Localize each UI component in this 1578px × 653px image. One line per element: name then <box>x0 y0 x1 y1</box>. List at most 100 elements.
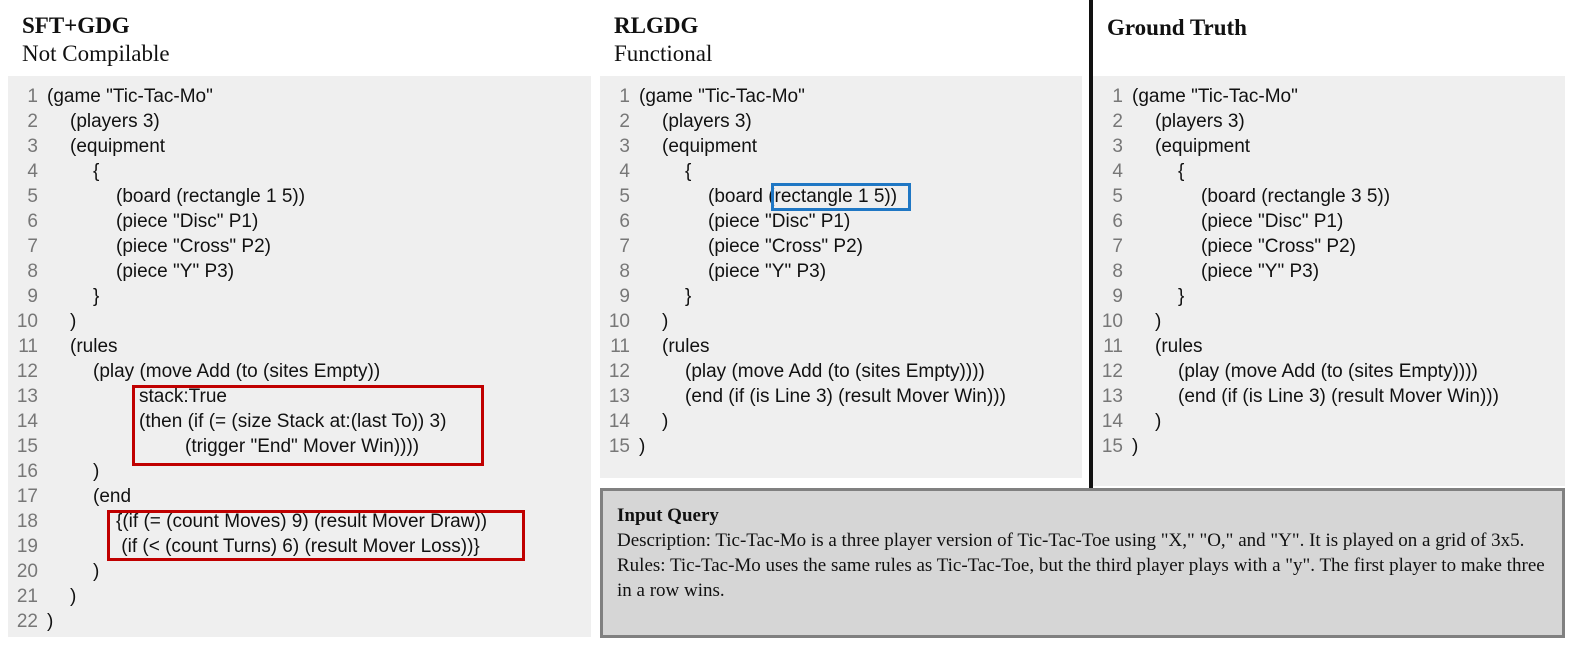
line-number: 13 <box>1101 386 1123 407</box>
code-text: ) <box>662 411 669 432</box>
line-number: 4 <box>619 161 630 182</box>
code-text: ) <box>1132 436 1139 457</box>
line-number: 4 <box>27 161 38 182</box>
input-query-description: Description: Tic-Tac-Mo is a three playe… <box>617 530 1525 551</box>
code-line: 21) <box>8 584 591 609</box>
code-line: 14) <box>1093 409 1565 434</box>
code-line: 5 (board (rectangle 1 5)) <box>8 184 591 209</box>
line-number: 3 <box>1112 136 1123 157</box>
code-line: 11(rules <box>1093 334 1565 359</box>
code-line: 6 (piece "Disc" P1) <box>1093 209 1565 234</box>
code-text: (piece "Y" P3) <box>1201 261 1320 282</box>
code-line: 10) <box>8 309 591 334</box>
line-number: 4 <box>1112 161 1123 182</box>
line-number: 20 <box>16 561 38 582</box>
line-number: 9 <box>619 286 630 307</box>
code-text: (piece "Y" P3) <box>708 261 827 282</box>
code-line: 10) <box>600 309 1082 334</box>
code-line: 5(board (rectangle 1 5)) <box>600 184 1082 209</box>
sft-gdg-code-panel: 1(game "Tic-Tac-Mo"2(players 3)3 (equipme… <box>8 76 591 637</box>
code-text: (board (rectangle 1 5)) <box>116 186 306 207</box>
code-line: 4{ <box>8 159 591 184</box>
error-box-end-conditions <box>107 510 525 561</box>
code-text: (piece "Disc" P1) <box>1201 211 1344 232</box>
line-number: 6 <box>1112 211 1123 232</box>
line-number: 2 <box>27 111 38 132</box>
code-text: (piece "Disc" P1) <box>116 211 259 232</box>
code-line: 17 (end <box>8 484 591 509</box>
code-line: 7(piece "Cross" P2) <box>1093 234 1565 259</box>
code-text: (play (move Add (to (sites Empty)))) <box>1178 361 1478 382</box>
code-line: 3 (equipment <box>8 134 591 159</box>
code-text: { <box>685 161 692 182</box>
code-line: 9} <box>8 284 591 309</box>
line-number: 18 <box>16 511 38 532</box>
code-text: (then (if (= (size Stack at:(last To)) 3… <box>139 411 447 432</box>
code-line: 4{ <box>1093 159 1565 184</box>
code-text: stack:True <box>139 386 227 407</box>
code-text: (trigger "End" Mover Win)))) <box>185 436 420 457</box>
code-text: ) <box>93 461 100 482</box>
code-text: { <box>93 161 100 182</box>
input-query-rules: Rules: Tic-Tac-Mo uses the same rules as… <box>617 555 1545 601</box>
code-text: {(if (= (count Moves) 9) (result Mover D… <box>116 511 488 532</box>
ground-truth-header: Ground Truth <box>1107 14 1247 42</box>
code-line: 16) <box>8 459 591 484</box>
code-line: 8 (piece "Y" P3) <box>600 259 1082 284</box>
line-number: 16 <box>16 461 38 482</box>
code-text: ) <box>639 436 646 457</box>
line-number: 5 <box>27 186 38 207</box>
line-number: 3 <box>619 136 630 157</box>
line-number: 13 <box>16 386 38 407</box>
code-text: (equipment <box>70 136 166 157</box>
code-line: 1(game "Tic-Tac-Mo" <box>8 84 591 109</box>
code-text: (end (if (is Line 3) (result Mover Win))… <box>1178 386 1499 407</box>
line-number: 15 <box>608 436 630 457</box>
sft-gdg-subtitle: Not Compilable <box>22 41 170 66</box>
line-number: 15 <box>16 436 38 457</box>
code-line: 2(players 3) <box>8 109 591 134</box>
line-number: 3 <box>27 136 38 157</box>
code-text: ) <box>1155 311 1162 332</box>
line-number: 1 <box>1112 86 1123 107</box>
line-number: 19 <box>16 536 38 557</box>
line-number: 1 <box>619 86 630 107</box>
code-line: 13 stack:True <box>8 384 591 409</box>
code-text: (end (if (is Line 3) (result Mover Win))… <box>685 386 1006 407</box>
line-number: 10 <box>16 311 38 332</box>
code-text: (end <box>93 486 132 507</box>
ground-truth-title: Ground Truth <box>1107 15 1247 40</box>
code-line: 7 (piece "Cross" P2) <box>600 234 1082 259</box>
code-line: 20) <box>8 559 591 584</box>
code-text: (rules <box>70 336 118 357</box>
code-text: (players 3) <box>1155 111 1245 132</box>
code-text: ) <box>662 311 669 332</box>
code-text: } <box>685 286 692 307</box>
line-number: 8 <box>619 261 630 282</box>
line-number: 17 <box>16 486 38 507</box>
code-text: } <box>1178 286 1185 307</box>
code-line: 3(equipment <box>600 134 1082 159</box>
code-text: (rules <box>662 336 710 357</box>
code-text: (piece "Cross" P2) <box>708 236 863 257</box>
code-text: ) <box>93 561 100 582</box>
line-number: 12 <box>1101 361 1123 382</box>
code-line: 18 {(if (= (count Moves) 9) (result Mover… <box>8 509 591 534</box>
code-line: 12 (play (move Add (to (sites Empty)))) <box>1093 359 1565 384</box>
code-line: 1(game "Tic-Tac-Mo" <box>600 84 1082 109</box>
line-number: 8 <box>1112 261 1123 282</box>
line-number: 5 <box>619 186 630 207</box>
code-line: 11(rules <box>8 334 591 359</box>
code-line: 14) <box>600 409 1082 434</box>
code-line: 22) <box>8 609 591 634</box>
code-line: 4{ <box>600 159 1082 184</box>
line-number: 10 <box>1101 311 1123 332</box>
line-number: 7 <box>619 236 630 257</box>
diff-box-rectangle <box>771 183 911 211</box>
code-line: 2 (players 3) <box>1093 109 1565 134</box>
code-text: ) <box>47 611 54 632</box>
line-number: 2 <box>1112 111 1123 132</box>
code-line: 12(play (move Add (to (sites Empty)) <box>8 359 591 384</box>
code-line: 7(piece "Cross" P2) <box>8 234 591 259</box>
line-number: 12 <box>16 361 38 382</box>
